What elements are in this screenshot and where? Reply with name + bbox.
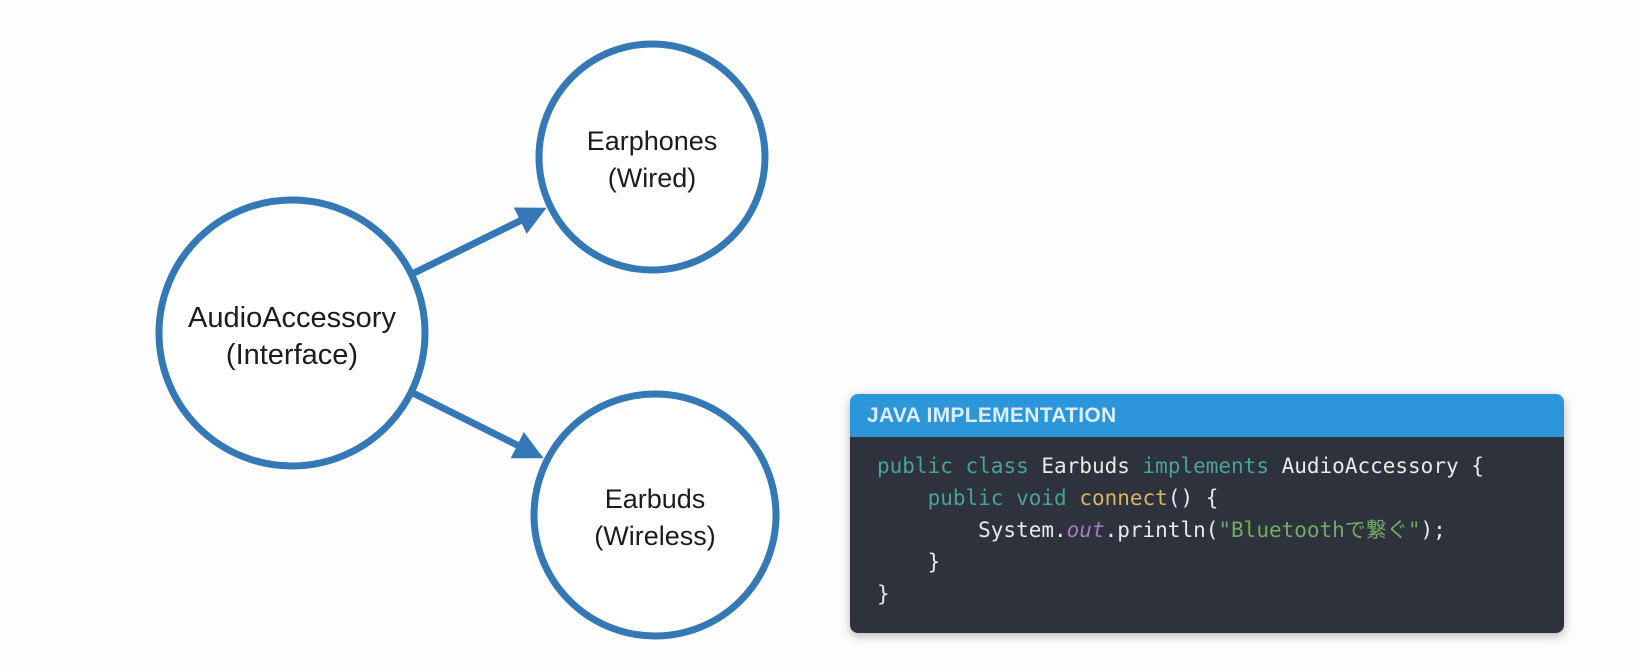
code-line: public class Earbuds implements AudioAcc… xyxy=(877,450,1554,482)
code-line: } xyxy=(877,546,1554,578)
code-token-kw: class xyxy=(965,454,1029,478)
code-token-plain xyxy=(953,454,966,478)
code-token-plain: AudioAccessory { xyxy=(1268,454,1484,478)
code-token-kw: implements xyxy=(1142,454,1269,478)
node-earbuds: Earbuds (Wireless) xyxy=(530,390,780,640)
node-earphones-circle xyxy=(535,40,769,274)
node-audioaccessory-label-line2: (Interface) xyxy=(226,339,358,371)
code-token-str: "Bluetoothで繋ぐ" xyxy=(1218,518,1421,542)
code-line: } xyxy=(877,578,1554,610)
node-audioaccessory-label-line1: AudioAccessory xyxy=(188,302,396,334)
java-implementation-panel: JAVA IMPLEMENTATION public class Earbuds… xyxy=(850,394,1564,633)
code-token-plain xyxy=(1067,486,1080,510)
code-token-plain: () { xyxy=(1167,486,1219,510)
node-audioaccessory: AudioAccessory (Interface) xyxy=(155,196,429,470)
node-earbuds-label-line2: (Wireless) xyxy=(594,521,716,551)
class-diagram: AudioAccessory (Interface) Earphones (Wire… xyxy=(155,40,780,640)
node-earphones-label-line2: (Wired) xyxy=(608,163,697,193)
code-line: public void connect() { xyxy=(877,482,1554,514)
code-token-plain: Earbuds xyxy=(1028,454,1143,478)
code-token-plain: .println( xyxy=(1104,518,1219,542)
panel-title: JAVA IMPLEMENTATION xyxy=(867,403,1117,427)
code-token-kw: public xyxy=(927,486,1004,510)
node-earbuds-label-line1: Earbuds xyxy=(605,484,706,514)
node-earbuds-label: Earbuds (Wireless) xyxy=(594,484,716,551)
edge-interface-to-earbuds xyxy=(409,388,544,459)
code-token-fn: connect xyxy=(1079,486,1168,510)
node-earphones-label-line1: Earphones xyxy=(587,126,718,156)
code-token-kw: public xyxy=(877,454,953,478)
code-token-plain: } xyxy=(877,582,890,606)
panel-header: JAVA IMPLEMENTATION xyxy=(850,394,1564,437)
code-token-plain: } xyxy=(877,550,941,574)
code-token-plain: ); xyxy=(1420,518,1446,542)
node-earbuds-circle xyxy=(530,390,780,640)
node-earphones: Earphones (Wired) xyxy=(535,40,769,274)
code-token-field: out xyxy=(1066,518,1105,542)
node-earphones-label: Earphones (Wired) xyxy=(587,126,718,193)
code-token-plain xyxy=(877,486,928,510)
code-token-plain xyxy=(1003,486,1016,510)
code-line: System.out.println("Bluetoothで繋ぐ"); xyxy=(877,514,1554,546)
node-audioaccessory-circle xyxy=(155,196,429,470)
code-token-kw: void xyxy=(1016,486,1067,510)
edge-interface-to-earphones xyxy=(410,207,547,278)
node-audioaccessory-label: AudioAccessory (Interface) xyxy=(188,302,396,371)
code-block: public class Earbuds implements AudioAcc… xyxy=(850,437,1564,633)
code-token-plain: System. xyxy=(877,518,1067,542)
